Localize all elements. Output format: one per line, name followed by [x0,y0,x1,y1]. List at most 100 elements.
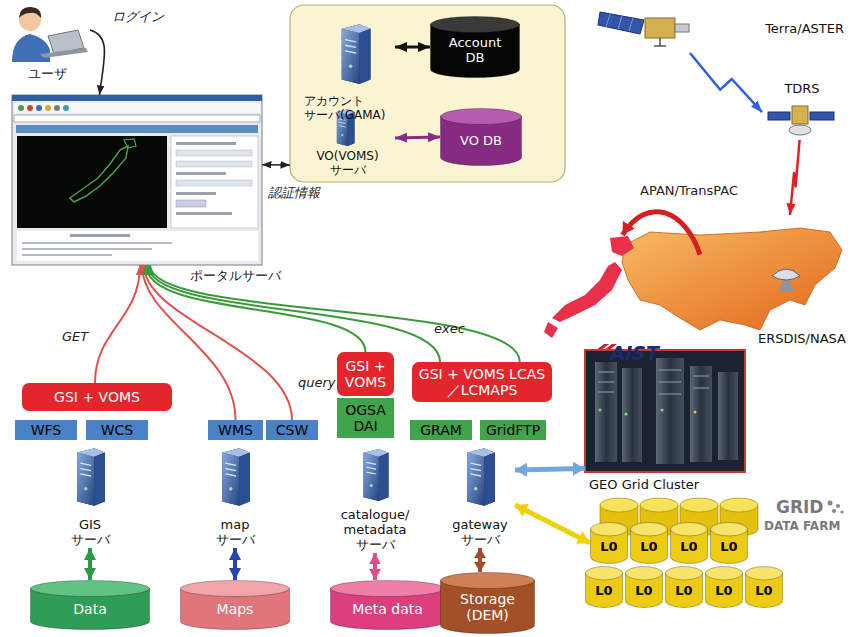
storage-cylinder: L0 [710,522,748,564]
cluster-photo [599,409,602,412]
account-server: アカウント サーバ(GAMA) [300,18,395,123]
portal-screenshot [36,105,42,111]
node-text: L0 [675,576,692,599]
cylinder-top [626,567,663,580]
server: GIS サーバ [55,443,125,548]
portal-screenshot [54,105,60,111]
cluster-photo [622,368,642,462]
edge-label: ログイン [112,10,164,25]
portal-screenshot [27,105,33,111]
portal-screenshot [12,95,262,265]
storage-cylinders-back [640,498,678,512]
portal-screenshot [17,231,258,261]
logo-dots [836,504,840,508]
portal-screenshot [176,161,252,167]
portal-screenshot [22,248,152,250]
node-text: L0 [720,532,737,555]
node-text: L0 [715,576,732,599]
logo-dots [841,511,844,514]
logo-dots [828,501,833,506]
logo-text: DATA FARM [764,520,840,534]
cylinder-top [431,17,520,33]
node-text: OGSA DAI [340,402,391,434]
japan-map [610,236,634,256]
tdrs-satellite [768,112,790,120]
account-db: Account DB [430,16,520,78]
cluster-photo [694,411,697,414]
cylinder-top [31,581,150,597]
cylinder-top [631,523,668,536]
usa-map [622,228,842,330]
connector [150,265,520,362]
portal-screenshot [70,234,130,237]
cluster-photo [690,366,712,462]
node-text: Account DB [446,28,504,66]
server-icons [77,24,495,506]
user-figure [40,48,88,58]
node-text: ERSDIS/NASA [758,332,846,347]
server-icons [342,24,371,84]
node-text: L0 [680,532,697,555]
storage-cylinder: L0 [585,566,623,608]
node-text: gateway サーバ [449,518,511,548]
portal-screenshot [176,200,206,207]
connector [148,265,440,362]
logo-dots [832,509,836,513]
japan-map [544,322,558,338]
cluster-photo [656,358,684,464]
edge-label: 認証情報 [268,186,320,201]
server: map サーバ [200,443,270,548]
node-text: Meta data [352,593,423,617]
portal-screenshot [45,105,51,111]
portal-screenshot [176,192,216,195]
portal-screenshot [63,105,69,111]
logo-text: GRID [776,498,823,518]
node-text: GEO Grid Cluster [589,478,699,493]
node-text: WCS [101,422,134,438]
node-text: map サーバ [211,518,259,548]
node-text: L0 [595,576,612,599]
server-icons [222,448,250,506]
connector [88,548,92,580]
cluster-photo [598,370,709,394]
connector [373,553,377,580]
service-box: WMS [208,420,263,440]
node-text: WFS [31,422,62,438]
connector [146,265,366,352]
storage-cylinder: L0 [705,566,743,608]
cluster-photo [718,372,738,460]
user-figure [19,7,41,18]
node-text: GSI + VOMS [54,389,140,405]
auth-panel-outline [290,5,565,182]
cluster-photo [625,413,628,416]
database: Data [30,580,150,630]
japan-map [544,236,634,358]
connector [690,53,762,112]
server-icons [467,448,495,506]
node-text: GSI + VOMS [340,358,391,390]
portal-screenshot [12,95,262,101]
portal-screenshot [22,254,112,256]
cylinder-top [441,109,522,125]
cylinder-top [331,581,445,597]
server: gateway サーバ [445,443,515,548]
tdrs-satellite [768,106,834,135]
node-text: TDRS [784,82,819,97]
vo-server: VO(VOMS) サーバ [300,106,395,178]
portal-screenshot [176,212,232,215]
storage-cylinder: L0 [745,566,783,608]
tdrs-satellite [810,112,834,120]
user-figure: ユーザ [5,2,90,82]
portal-screenshot [176,180,252,186]
portal-screenshot [171,136,258,228]
portal-screenshot [22,242,172,244]
satellite: Terra/ASTER [598,5,848,53]
terra-satellite [598,12,644,34]
node-text: WMS [218,422,253,438]
cylinder-top [671,523,708,536]
connector [233,548,237,580]
portal-screenshot [176,172,226,175]
cluster-photo: GEO Grid Cluster [585,350,747,493]
storage-cylinder: L0 [625,566,663,608]
auth-panel: アカウント サーバ(GAMA)Account DBVO(VOMS) サーバVO … [290,5,565,182]
